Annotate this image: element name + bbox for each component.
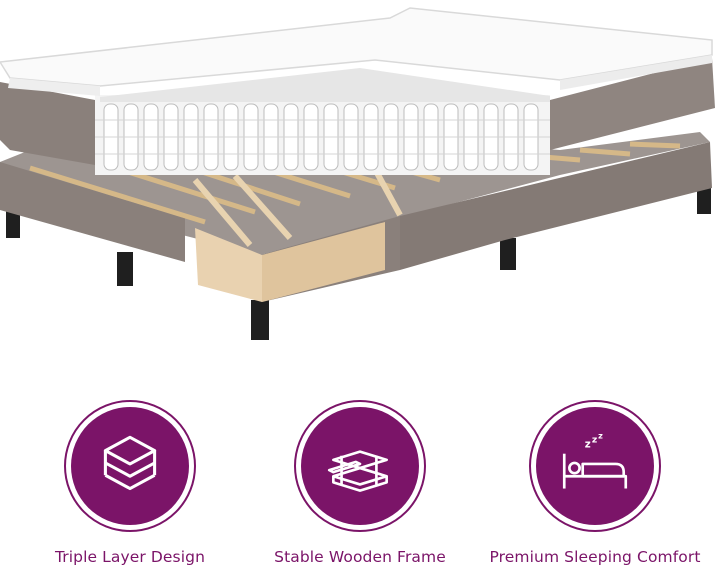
bed-leg-front-mid bbox=[251, 300, 269, 340]
bed-leg-back-right bbox=[697, 186, 711, 214]
svg-text:z: z bbox=[585, 439, 591, 451]
bed-leg-mid-right bbox=[500, 238, 516, 270]
layers-icon bbox=[103, 435, 157, 491]
svg-text:z: z bbox=[598, 430, 603, 440]
base-frame-left-side bbox=[0, 162, 185, 262]
topper-edge bbox=[8, 78, 100, 96]
topper-edge-right bbox=[560, 55, 712, 90]
feature-label: Premium Sleeping Comfort bbox=[489, 548, 701, 566]
mattress-box-side bbox=[0, 82, 95, 165]
feature-label: Triple Layer Design bbox=[54, 548, 206, 566]
product-illustration bbox=[0, 7, 715, 340]
mattress-box-right bbox=[550, 58, 715, 150]
wooden-frame-cutaway-front bbox=[262, 222, 385, 302]
bed-leg-front-left bbox=[117, 252, 133, 286]
wooden-frame-cutaway bbox=[195, 228, 262, 302]
spring-core-top bbox=[100, 68, 550, 102]
svg-text:z: z bbox=[592, 434, 597, 445]
wooden-slats-icon bbox=[327, 450, 388, 492]
feature-wooden-frame: Stable Wooden Frame bbox=[240, 400, 480, 577]
spring-core bbox=[95, 95, 550, 175]
sleeping-bed-icon: z z z bbox=[562, 430, 628, 489]
feature-sleeping-comfort: z z z Premium Sleeping Comfort bbox=[475, 400, 715, 577]
feature-label: Stable Wooden Frame bbox=[274, 548, 446, 566]
feature-badge bbox=[64, 400, 196, 532]
base-frame-right-side bbox=[400, 142, 712, 270]
feature-badge bbox=[294, 400, 426, 532]
feature-badge: z z z bbox=[529, 400, 661, 532]
feature-triple-layer: Triple Layer Design bbox=[10, 400, 250, 577]
